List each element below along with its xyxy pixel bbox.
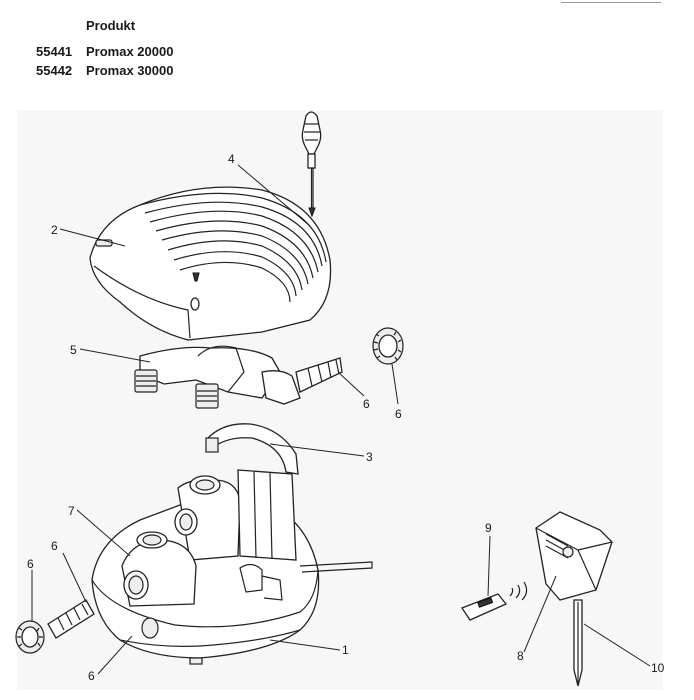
callout-label: 2 bbox=[51, 223, 58, 237]
housing-cover bbox=[89, 186, 332, 341]
product-row: 55441 Promax 20000 bbox=[36, 44, 173, 59]
outlet-manifold bbox=[134, 345, 343, 409]
threaded-nut bbox=[15, 620, 45, 654]
callout-label: 6 bbox=[363, 397, 370, 411]
leader-lines bbox=[31, 164, 651, 675]
callout-label: 6 bbox=[395, 407, 402, 421]
callout-label: 8 bbox=[517, 649, 524, 663]
screwdriver-icon bbox=[301, 111, 322, 218]
callout-label: 4 bbox=[228, 152, 235, 166]
pump-housing bbox=[91, 469, 373, 665]
callout-label: 3 bbox=[366, 450, 373, 464]
callout-label: 7 bbox=[68, 504, 75, 518]
callout-label: 9 bbox=[485, 521, 492, 535]
callout-label: 5 bbox=[70, 343, 77, 357]
callout-label: 6 bbox=[88, 669, 95, 683]
remote-control-icon bbox=[461, 581, 528, 621]
callout-label: 10 bbox=[651, 661, 665, 675]
product-row: 55442 Promax 30000 bbox=[36, 63, 173, 78]
top-rule bbox=[561, 2, 661, 3]
callout-label: 1 bbox=[342, 643, 349, 657]
threaded-nut bbox=[372, 327, 404, 365]
product-header: Produkt bbox=[86, 18, 136, 33]
product-name: Promax 30000 bbox=[86, 63, 174, 78]
product-code: 55441 bbox=[36, 44, 73, 59]
inlet-fitting bbox=[47, 599, 95, 639]
product-code: 55442 bbox=[36, 63, 73, 78]
receiver-stake bbox=[535, 511, 613, 687]
product-name: Promax 20000 bbox=[86, 44, 174, 59]
callout-label: 6 bbox=[27, 557, 34, 571]
cable-clamp bbox=[205, 423, 299, 475]
callout-label: 6 bbox=[51, 539, 58, 553]
